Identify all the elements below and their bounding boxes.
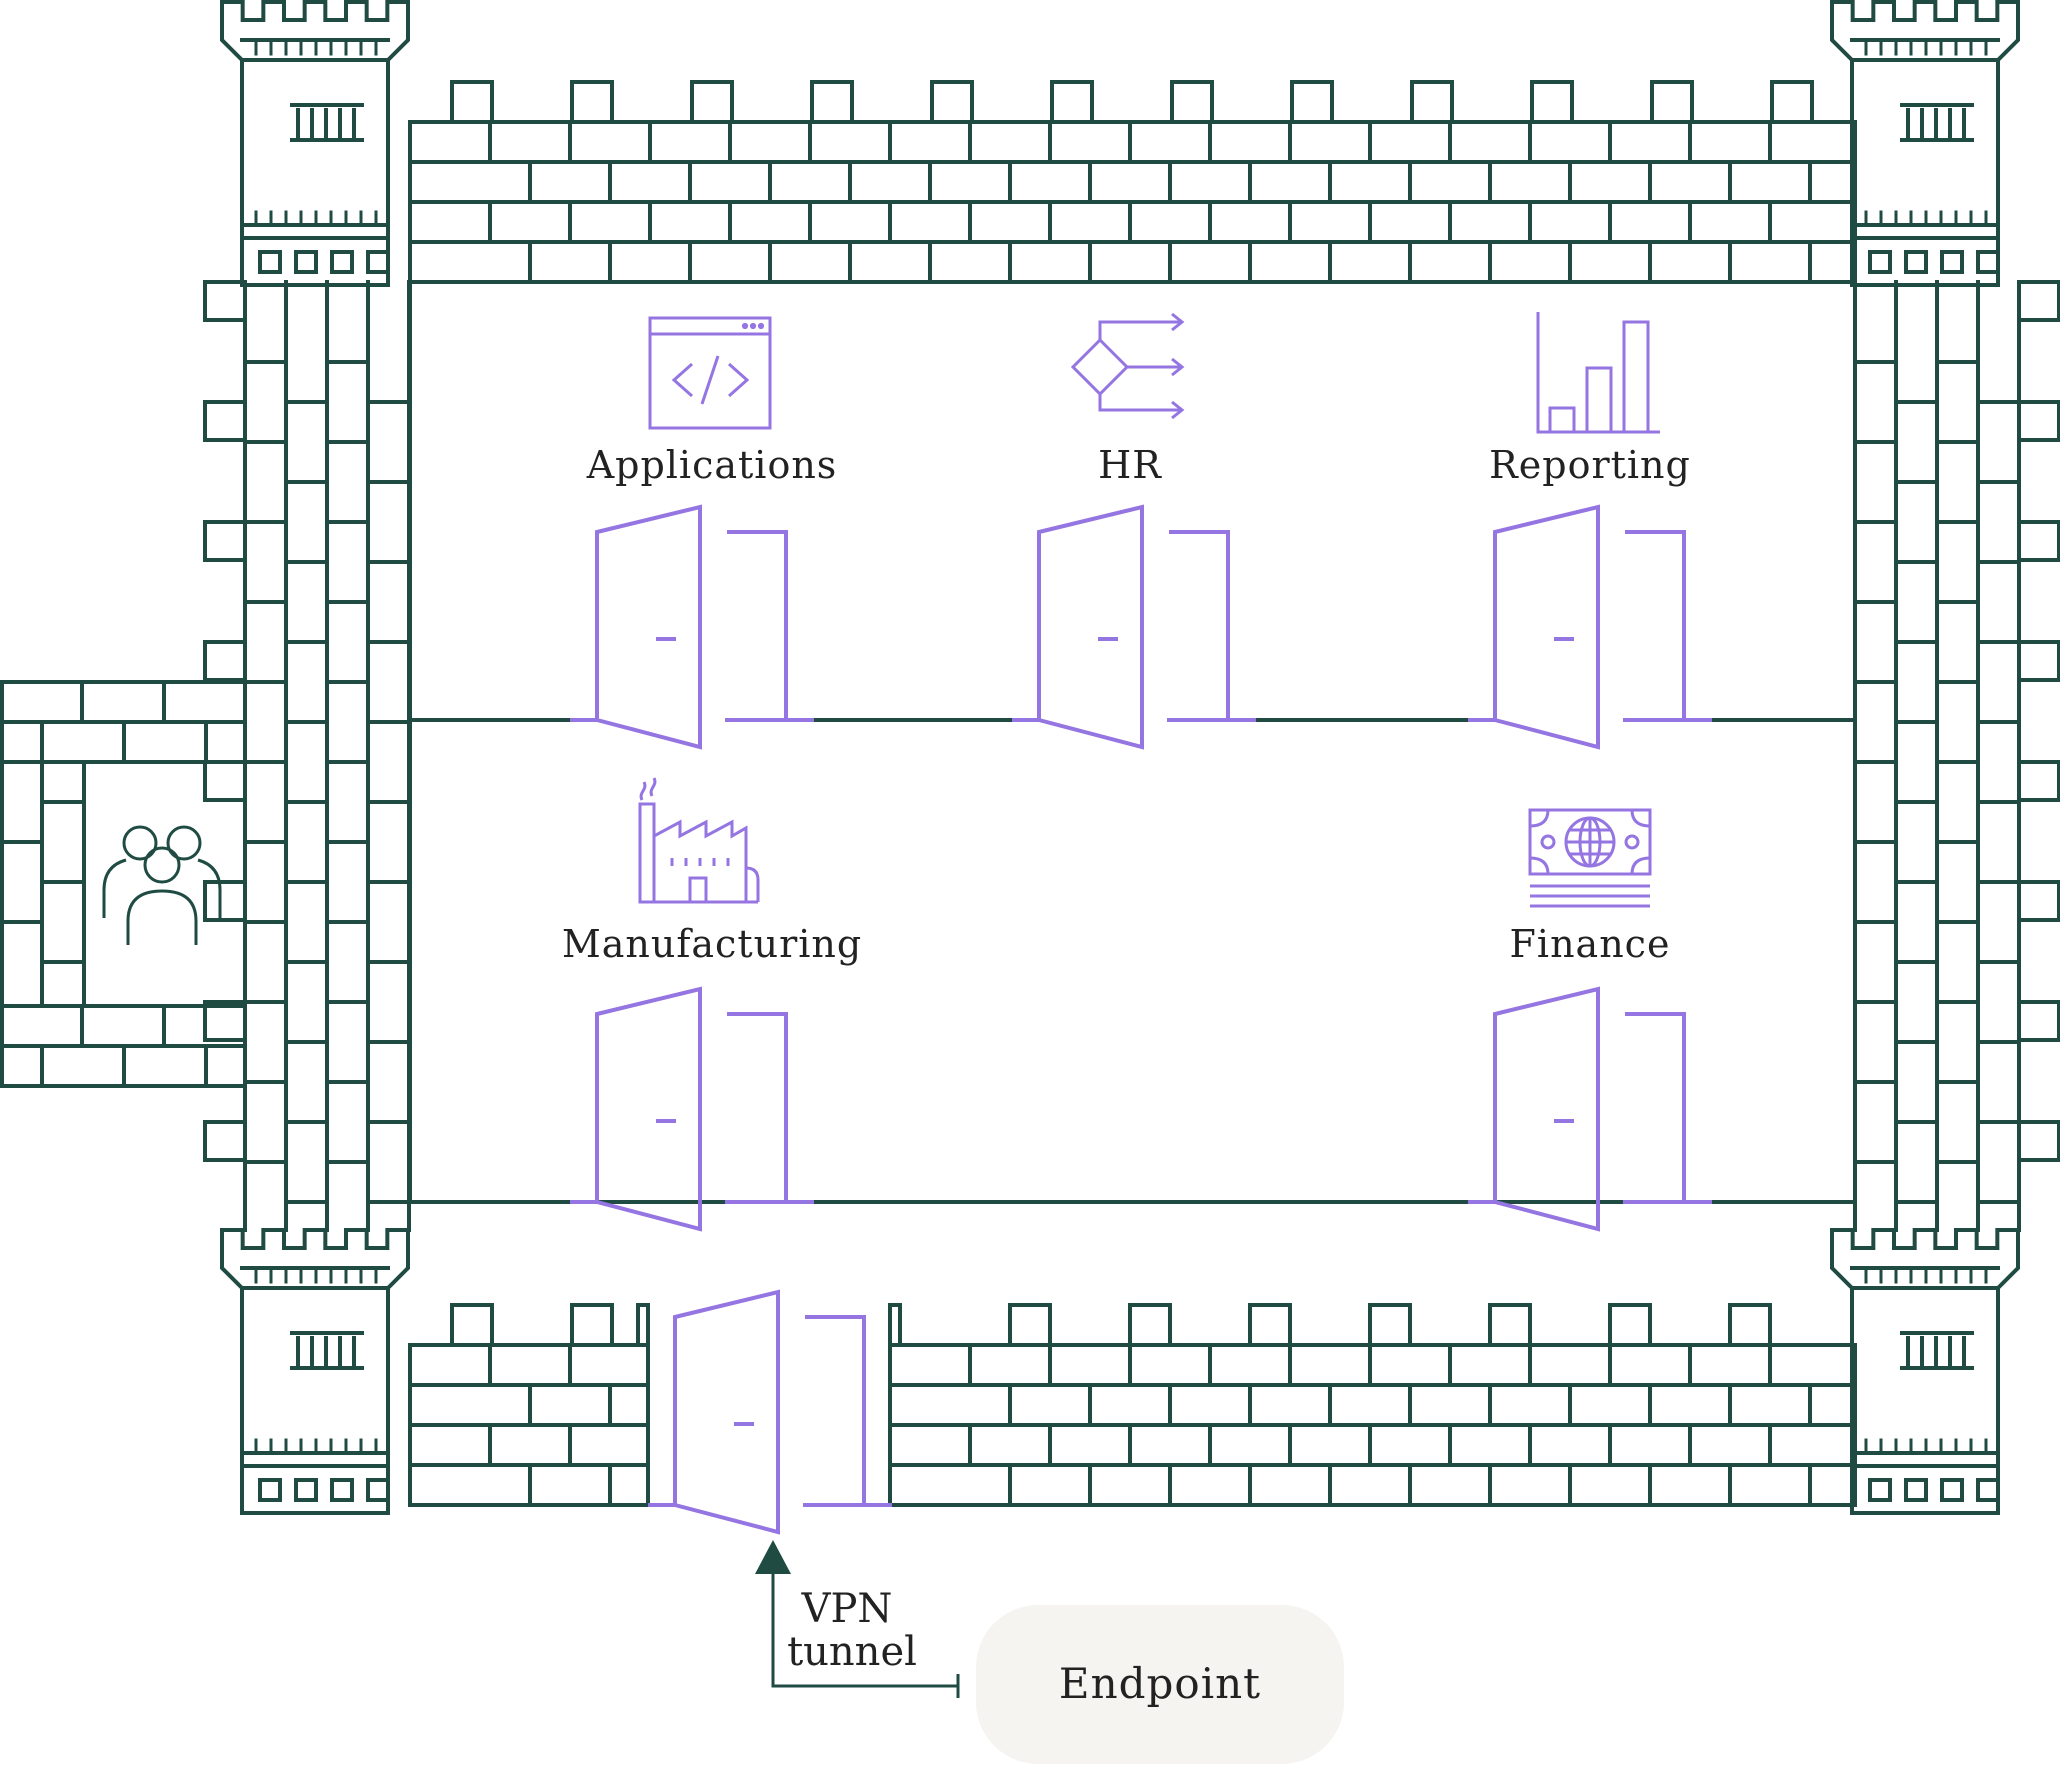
department-label-manufacturing: Manufacturing [562, 922, 862, 966]
doors [570, 504, 1712, 1535]
code-window-icon [648, 316, 772, 430]
bar-chart-icon [1536, 312, 1660, 434]
endpoint-label: Endpoint [1059, 1659, 1261, 1708]
vpn-label-line1: VPN [801, 1586, 893, 1632]
endpoint-box [976, 1605, 1344, 1764]
vpn-label-line2: tunnel [787, 1629, 917, 1675]
department-label-applications: Applications [586, 443, 838, 487]
banknote-globe-icon [1528, 808, 1652, 908]
department-label-reporting: Reporting [1489, 443, 1691, 487]
people-group-icon [102, 825, 222, 945]
castle-walls [0, 0, 2060, 1515]
department-label-hr: HR [1098, 443, 1162, 487]
flowchart-icon [1070, 312, 1185, 420]
vpn-tunnel-arrow [755, 1540, 960, 1698]
factory-icon [638, 777, 760, 904]
department-label-finance: Finance [1510, 922, 1671, 966]
